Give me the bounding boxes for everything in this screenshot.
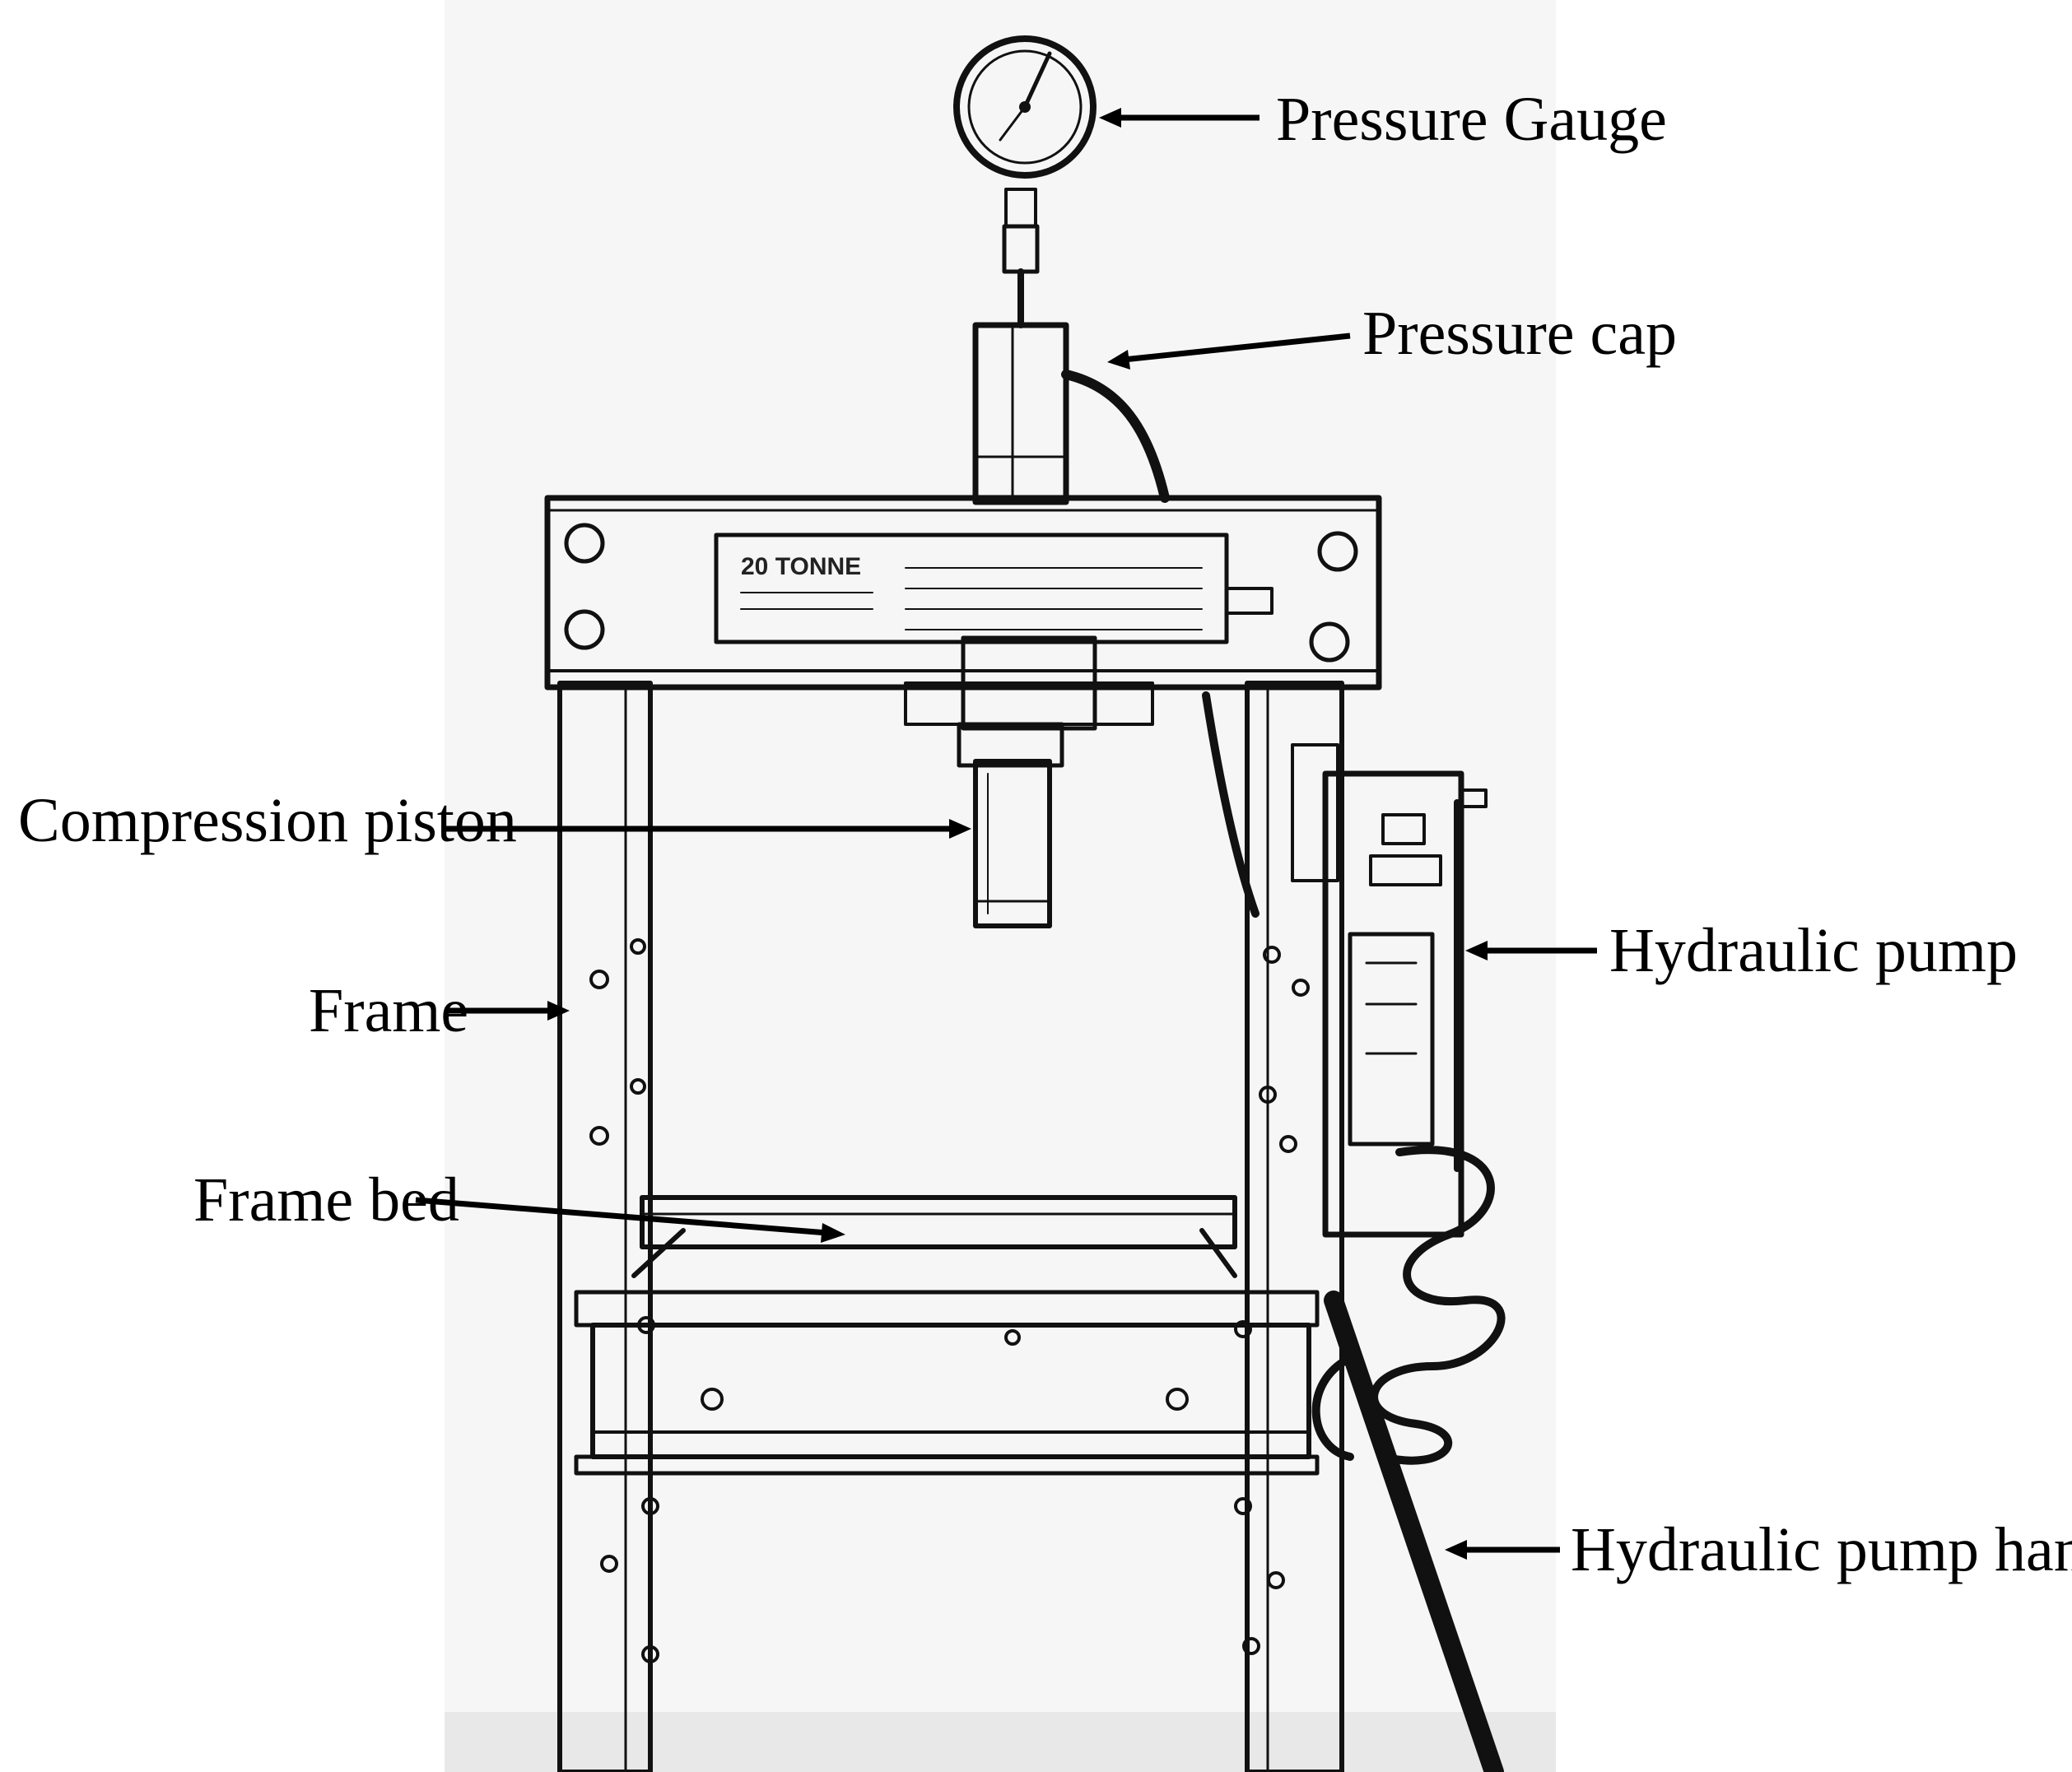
compression-piston-label: Compression piston xyxy=(18,786,517,855)
frame-bed-label: Frame bed xyxy=(193,1165,459,1235)
label-group-pressure-cap: Pressure cap xyxy=(1107,299,1677,370)
pressure-cap-cylinder xyxy=(972,188,1069,505)
frame-left-leg xyxy=(557,681,659,1772)
frame-bed xyxy=(574,1195,1320,1459)
pressure-cap-label: Pressure cap xyxy=(1362,299,1677,368)
frame-label: Frame xyxy=(309,976,468,1045)
pressure-gauge-dial xyxy=(953,35,1097,179)
label-group-frame: Frame xyxy=(309,976,570,1045)
label-group-compression-piston: Compression piston xyxy=(18,786,971,855)
label-group-hydraulic-pump: Hydraulic pump xyxy=(1465,916,2018,985)
compression-piston xyxy=(957,722,1064,928)
label-group-hydraulic-pump-handle: Hydraulic pump handle xyxy=(1445,1515,2072,1584)
hydraulic-pump-handle-label: Hydraulic pump handle xyxy=(1571,1515,2072,1584)
label-group-pressure-gauge: Pressure Gauge xyxy=(1099,85,1667,154)
hydraulic-pump-body xyxy=(1291,743,1506,1465)
pressure-gauge-label: Pressure Gauge xyxy=(1276,85,1667,154)
hydraulic-pump-handle xyxy=(1324,1291,1504,1772)
label-group-frame-bed: Frame bed xyxy=(193,1165,845,1243)
pressure-cap-arrow xyxy=(1123,333,1351,363)
frame-right-leg xyxy=(1234,681,1344,1772)
press-illustration: 20 TONNE xyxy=(544,35,1506,1772)
rating-plate-text: 20 TONNE xyxy=(741,553,861,580)
frame-bed-arrow xyxy=(415,1197,828,1236)
hydraulic-pump-label: Hydraulic pump xyxy=(1609,916,2018,985)
top-crossbeam: 20 TONNE xyxy=(544,495,1382,731)
